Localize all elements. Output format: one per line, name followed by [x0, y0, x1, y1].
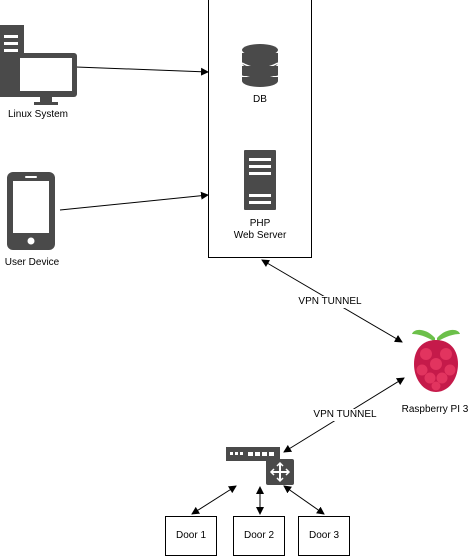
device-to-server-arrow — [59, 191, 209, 211]
vpn-tunnel-label-top: VPN TUNNEL — [290, 296, 370, 308]
server-icon — [244, 150, 276, 210]
vpn-tunnel-label-bottom: VPN TUNNEL — [305, 409, 385, 421]
database-icon — [241, 44, 279, 87]
smartphone-icon — [7, 172, 55, 250]
door-3-box: Door 3 — [298, 516, 350, 556]
web-server-label-line1: PHP — [249, 218, 271, 229]
linux-system-label: Linux System — [7, 109, 69, 120]
raspberry-icon — [412, 329, 460, 392]
web-server-label-line2: Web Server — [233, 230, 287, 241]
switch-door3-arrow — [283, 485, 325, 515]
switch-door1-arrow — [191, 485, 237, 515]
user-device-label: User Device — [4, 257, 60, 268]
desktop-computer-icon — [0, 25, 77, 105]
raspberry-pi-label: Raspberry PI 3 — [401, 404, 469, 415]
db-label: DB — [253, 94, 267, 105]
door-2-box: Door 2 — [233, 516, 285, 556]
server-container — [208, 0, 312, 258]
linux-to-db-arrow — [75, 66, 209, 76]
door-1-box: Door 1 — [165, 516, 217, 556]
network-switch-icon — [226, 447, 294, 485]
